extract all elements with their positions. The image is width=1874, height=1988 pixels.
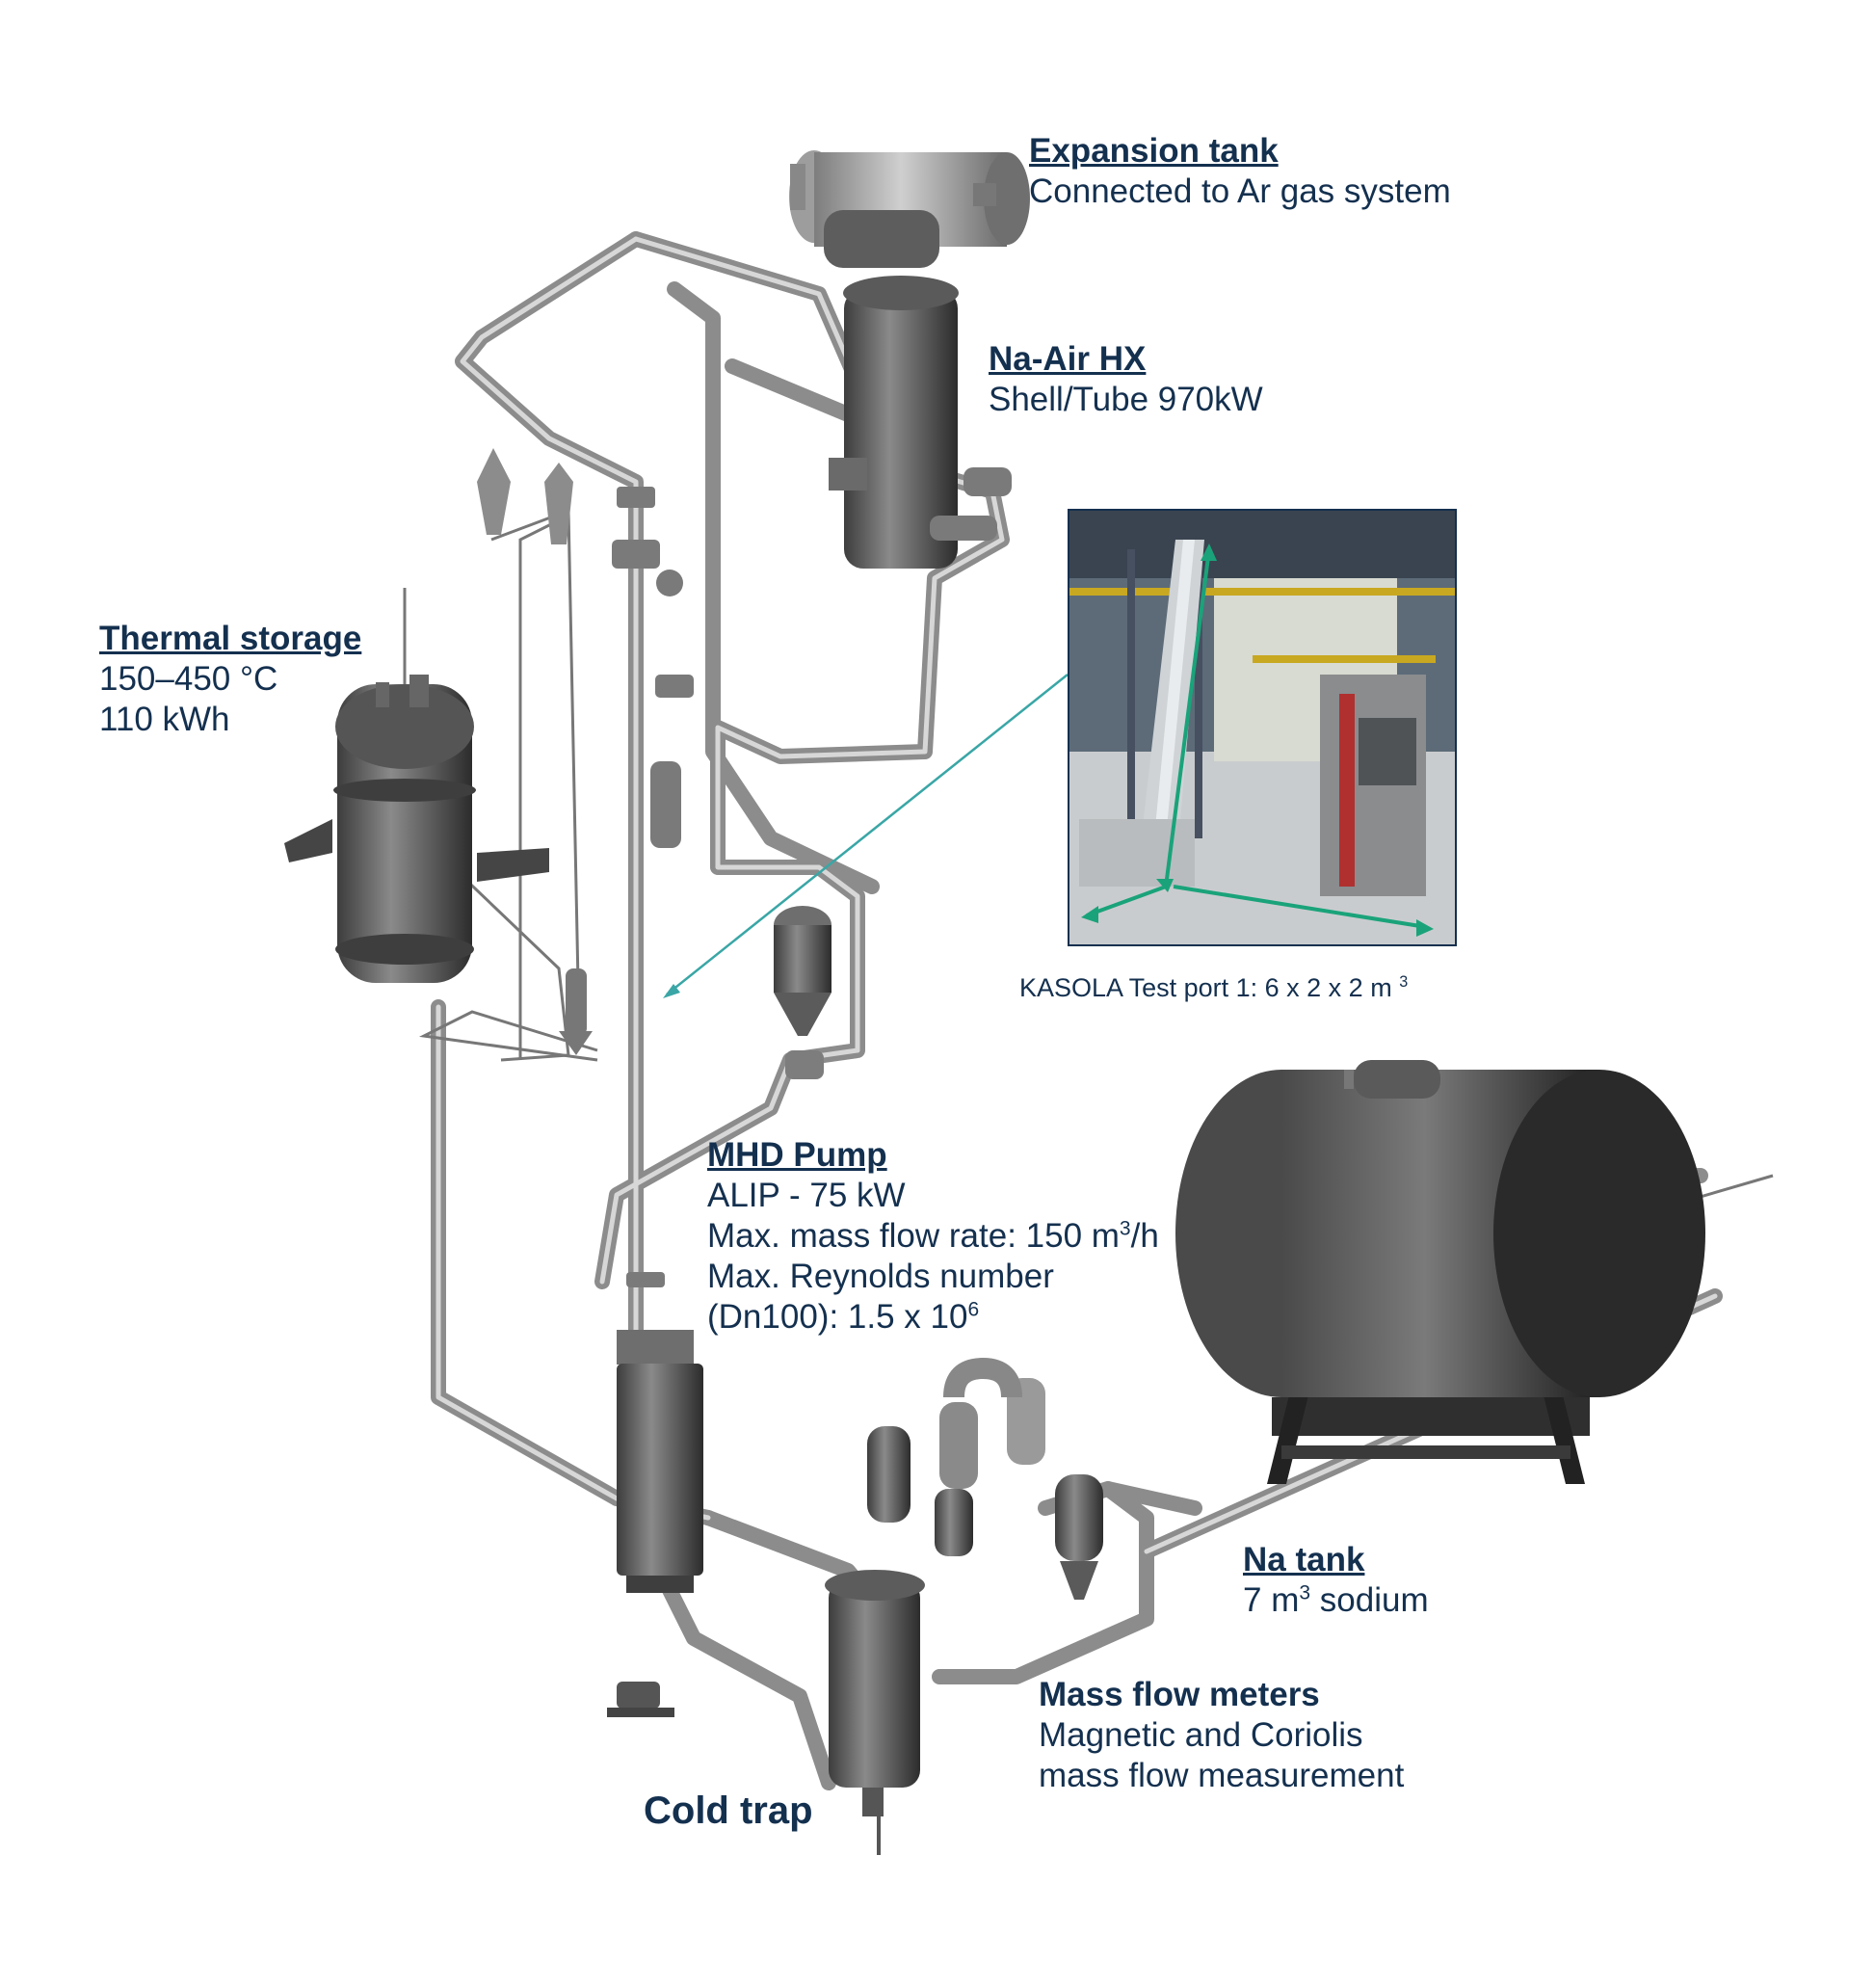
thermal-storage-title: Thermal storage <box>99 620 362 657</box>
valves <box>612 487 694 1287</box>
test-port-photo <box>1068 509 1457 946</box>
photo-caption: KASOLA Test port 1: 6 x 2 x 2 m 3 <box>1019 973 1408 1003</box>
na-tank-desc-sup: 3 <box>1299 1581 1311 1604</box>
na-tank-title: Na tank <box>1243 1541 1365 1578</box>
label-thermal-storage: Thermal storage 150–450 °C 110 kWh <box>99 619 361 740</box>
label-na-tank: Na tank 7 m3 sodium <box>1243 1540 1429 1621</box>
na-tank-desc-text: 7 m <box>1243 1581 1300 1619</box>
mhd-pump-title: MHD Pump <box>707 1136 887 1174</box>
thermal-storage-energy: 110 kWh <box>99 701 230 738</box>
label-mhd-pump: MHD Pump ALIP - 75 kW Max. mass flow rat… <box>707 1135 1159 1338</box>
cold-trap-title: Cold trap <box>644 1789 813 1832</box>
mhd-pump-flow-unit: /h <box>1130 1217 1159 1255</box>
separator <box>774 906 831 1079</box>
na-tank <box>1175 1060 1705 1484</box>
na-air-hx-desc: Shell/Tube 970kW <box>989 381 1263 418</box>
expansion-tank-title: Expansion tank <box>1029 132 1279 170</box>
pump-skid <box>607 1682 674 1717</box>
label-cold-trap: Cold trap <box>644 1790 813 1831</box>
mass-flow-meters-title: Mass flow meters <box>1039 1676 1320 1713</box>
photo-pointer-arrow <box>663 674 1069 998</box>
mass-flow-meters-line1: Magnetic and Coriolis <box>1039 1716 1363 1754</box>
mhd-pump-reynolds-value: (Dn100): 1.5 x 106 <box>707 1297 1159 1338</box>
cold-trap <box>825 1570 925 1855</box>
expansion-tank <box>789 150 1030 268</box>
photo-caption-text: KASOLA Test port 1: 6 x 2 x 2 m <box>1019 973 1392 1002</box>
na-air-heat-exchanger <box>829 276 1012 569</box>
mhd-pump-flow-sup: 3 <box>1119 1217 1131 1240</box>
photo-caption-sup: 3 <box>1399 973 1409 991</box>
mhd-pump-flow: Max. mass flow rate: 150 m3/h <box>707 1216 1159 1257</box>
thermal-storage-vessel <box>284 448 593 1055</box>
mhd-pump-reynolds-value-text: (Dn100): 1.5 x 10 <box>707 1298 968 1336</box>
mass-flow-meters-line2: mass flow measurement <box>1039 1757 1405 1794</box>
label-na-air-hx: Na-Air HX Shell/Tube 970kW <box>989 339 1263 420</box>
mhd-pump-flow-text: Max. mass flow rate: 150 m <box>707 1217 1120 1255</box>
thermal-storage-temp: 150–450 °C <box>99 660 278 698</box>
mhd-pump-reynolds: Max. Reynolds number <box>707 1258 1054 1295</box>
mhd-pump-reynolds-value-sup: 6 <box>967 1298 980 1321</box>
label-mass-flow-meters: Mass flow meters Magnetic and Coriolis m… <box>1039 1675 1404 1796</box>
label-expansion-tank: Expansion tank Connected to Ar gas syste… <box>1029 131 1451 212</box>
test-port-photo-image <box>1069 511 1455 944</box>
mass-flow-meters <box>867 1357 1103 1600</box>
mhd-pump-power: ALIP - 75 kW <box>707 1177 906 1214</box>
expansion-tank-desc: Connected to Ar gas system <box>1029 172 1451 210</box>
na-air-hx-title: Na-Air HX <box>989 340 1147 378</box>
mhd-pump <box>617 1330 703 1593</box>
na-tank-desc: 7 m3 sodium <box>1243 1580 1429 1621</box>
na-tank-desc-unit: sodium <box>1310 1581 1429 1619</box>
